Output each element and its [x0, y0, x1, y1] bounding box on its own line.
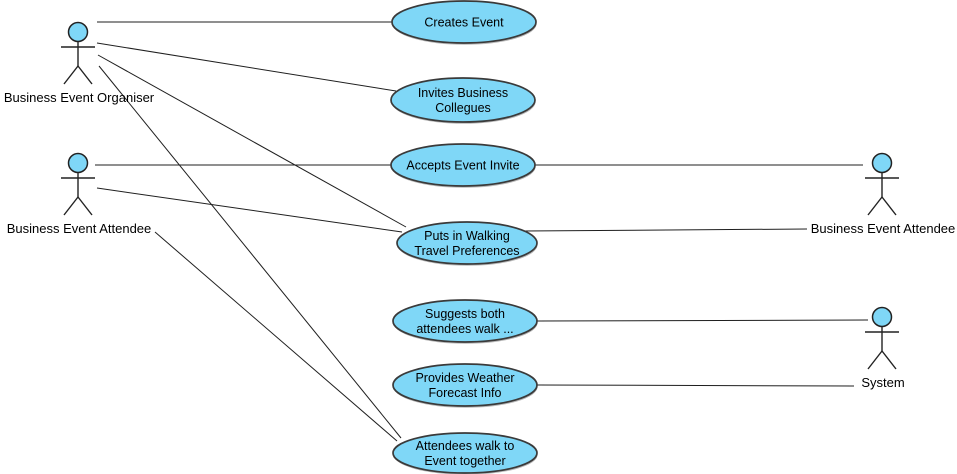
association-line-system--suggests-both-attendees-walk [536, 319, 869, 322]
actor-head [67, 21, 89, 43]
use-case-label-line: Travel Preferences [414, 244, 519, 258]
actor-business-event-attendee-right[interactable]: Business Event Attendee [811, 152, 956, 237]
actor-leg-right [77, 196, 93, 216]
actor-leg-left [63, 65, 79, 85]
association-line-business-event-attendee-left--attendees-walk-to-event-together [154, 231, 398, 442]
actor-label: Business Event Attendee [7, 221, 152, 236]
actor-leg-left [63, 196, 79, 216]
use-case-ellipse [392, 363, 538, 407]
actor-head [871, 152, 893, 174]
use-case-label-line: attendees walk ... [416, 322, 513, 336]
use-case-label: Accepts Event Invite [406, 159, 519, 173]
use-case-label-line: Forecast Info [429, 386, 502, 400]
use-case-accepts-event-invite[interactable]: Accepts Event Invite [390, 143, 536, 188]
use-case-label-line: Accepts Event Invite [406, 159, 519, 173]
use-case-ellipse [396, 221, 538, 265]
actor-leg-right [881, 350, 897, 370]
actor-label: System [861, 375, 904, 390]
association-line-business-event-attendee-right--puts-in-walking-travel-preferences [523, 228, 808, 232]
use-case-ellipse [391, 0, 537, 44]
use-case-label-line: Puts in Walking [424, 229, 510, 243]
use-case-label-line: Invites Business [418, 86, 508, 100]
actor-leg-left [867, 196, 883, 216]
association-line-business-event-organiser--invites-business-collegues [96, 42, 397, 92]
association-line-system--provides-weather-forecast-info [536, 384, 855, 387]
association-line-business-event-attendee-left--puts-in-walking-travel-preferences [96, 187, 403, 233]
use-case-ellipse [392, 432, 538, 474]
actor-label: Business Event Organiser [4, 90, 155, 105]
actor-leg-right [77, 65, 93, 85]
use-case-ellipse [392, 299, 538, 343]
actor-leg-left [867, 350, 883, 370]
actor-business-event-attendee-left[interactable]: Business Event Attendee [7, 152, 152, 237]
actor-system[interactable]: System [861, 306, 905, 391]
association-line-business-event-organiser--puts-in-walking-travel-preferences [97, 54, 407, 228]
use-case-creates-event[interactable]: Creates Event [391, 0, 537, 45]
use-case-label-line: Attendees walk to [416, 439, 515, 453]
use-case-label: Creates Event [424, 16, 504, 30]
actor-head [871, 306, 893, 328]
use-case-label-line: Event together [424, 454, 505, 468]
actor-label: Business Event Attendee [811, 221, 956, 236]
use-case-label-line: Collegues [435, 101, 491, 115]
actor-head [67, 152, 89, 174]
use-case-ellipse [390, 143, 536, 187]
actor-leg-right [881, 196, 897, 216]
actor-business-event-organiser[interactable]: Business Event Organiser [4, 21, 155, 106]
use-case-ellipse [390, 77, 536, 123]
use-case-label-line: Creates Event [424, 16, 504, 30]
use-case-label-line: Suggests both [425, 307, 505, 321]
use-case-label-line: Provides Weather [415, 371, 514, 385]
association-line-business-event-organiser--attendees-walk-to-event-together [98, 65, 402, 439]
